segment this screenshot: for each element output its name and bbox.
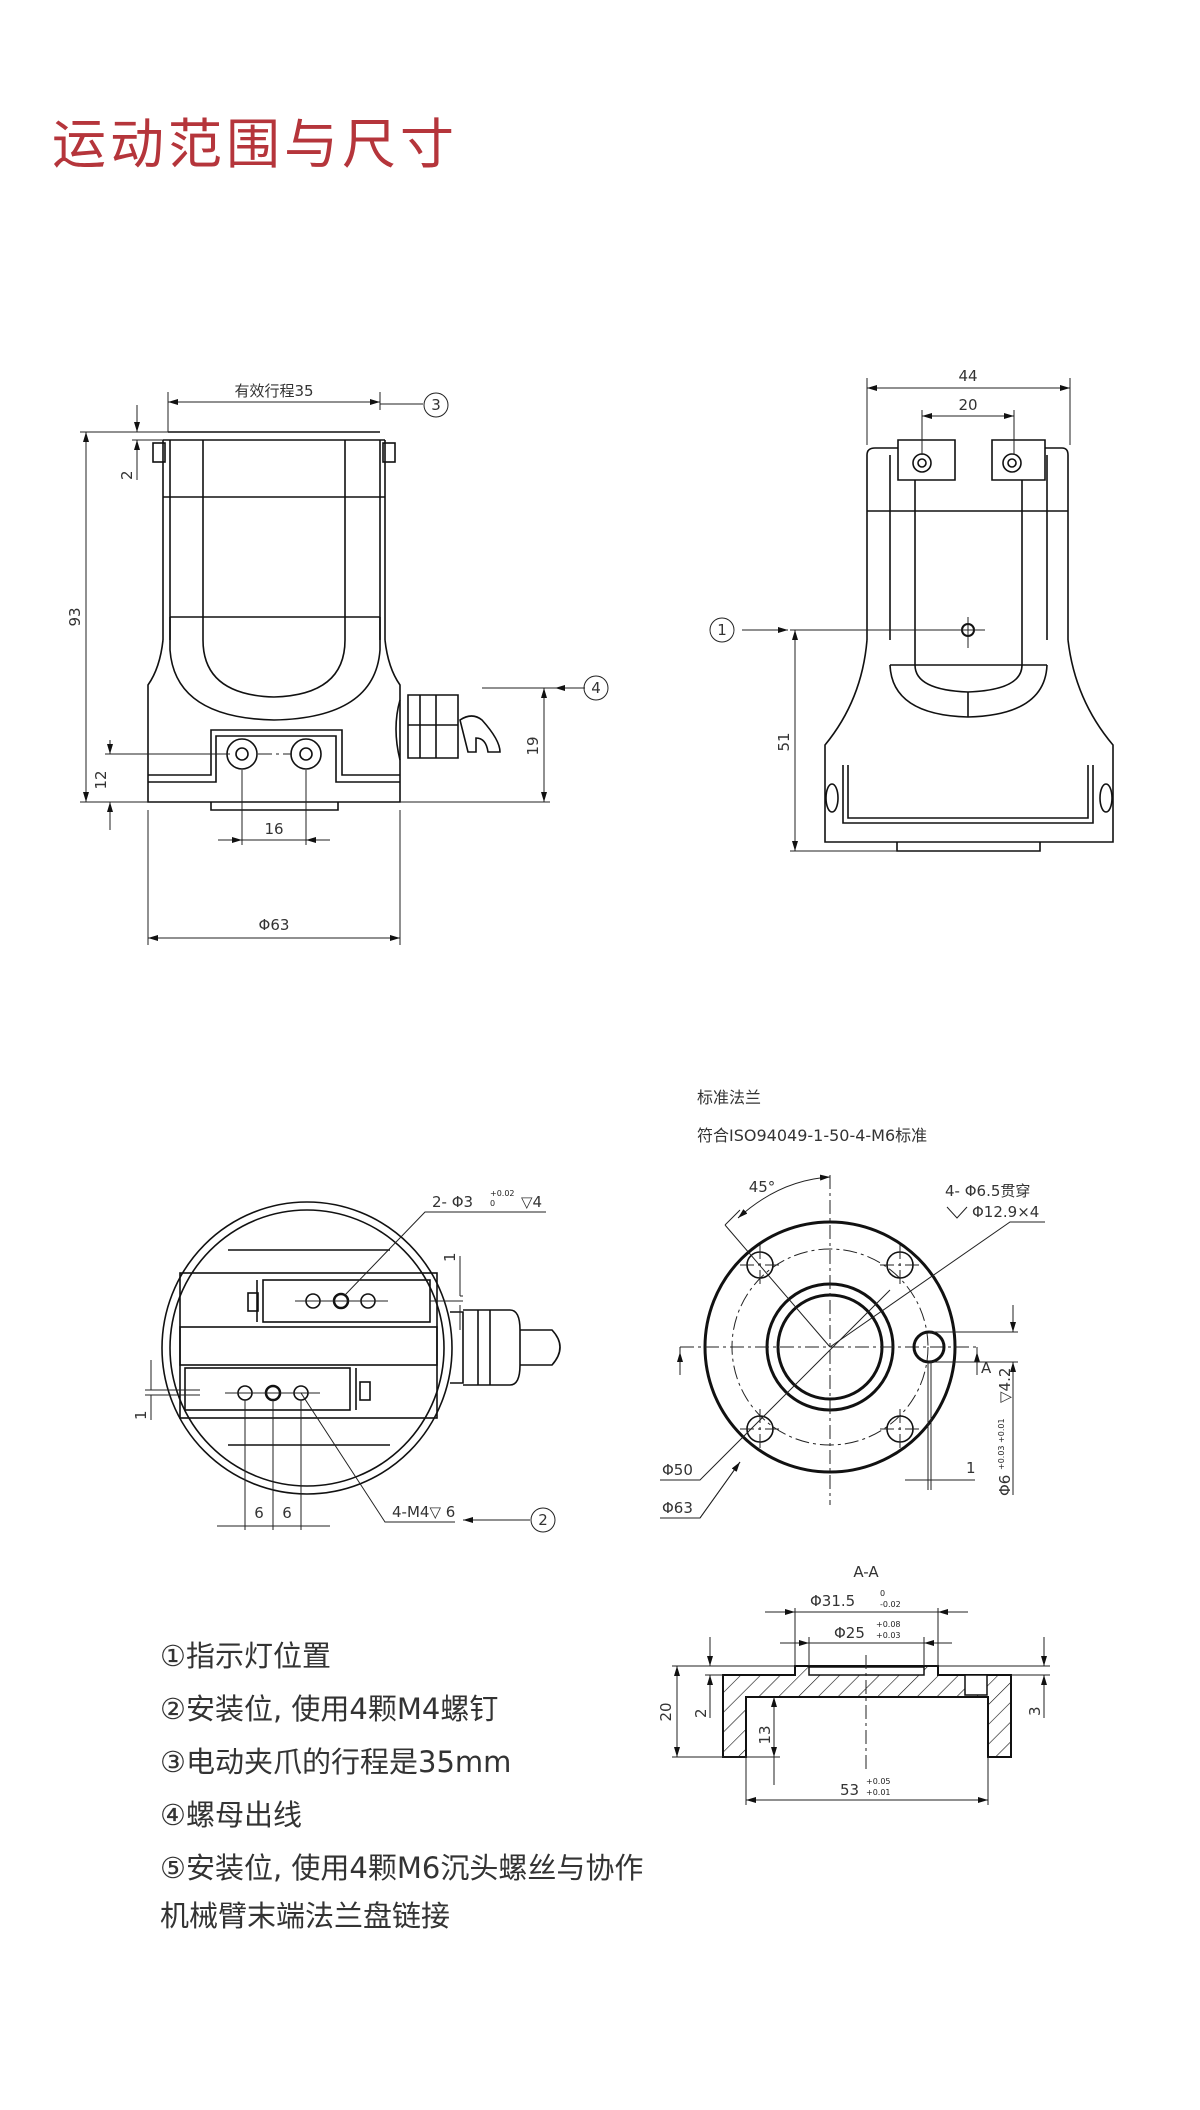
pin-depth: ▽4 <box>521 1193 542 1211</box>
callout-1: 1 <box>717 621 727 639</box>
dim-2: 2 <box>118 470 136 480</box>
flange-view: 标准法兰 符合ISO94049-1-50-4-M6标准 45° 4- Φ6.5贯… <box>660 1088 1045 1519</box>
dim-13: 13 <box>756 1725 774 1744</box>
dim-44: 44 <box>958 367 977 385</box>
dim-93: 93 <box>66 607 84 626</box>
pin-hole-dia: Φ6 <box>996 1475 1014 1496</box>
dim-12: 12 <box>92 770 110 789</box>
dim-1: 1 <box>966 1459 976 1477</box>
dim-51: 51 <box>775 732 793 751</box>
callout-4: 4 <box>591 679 601 697</box>
top-view: 2- Φ3 +0.02 0 ▽4 4-M4▽ 6 2 6 6 1 1 <box>132 1189 561 1533</box>
pin-hole-label: 2- Φ3 <box>432 1193 473 1211</box>
dim-16: 16 <box>264 820 283 838</box>
section-a-a: A-A Φ31.5 0 -0.02 Φ25 +0.08 +0.03 20 2 1… <box>657 1563 1050 1805</box>
counterbore-label: Φ12.9×4 <box>972 1203 1039 1221</box>
legend-item-2: ②安装位, 使用4颗M4螺钉 <box>160 1692 499 1726</box>
legend-item-5: ⑤安装位, 使用4颗M6沉头螺丝与协作 <box>160 1851 644 1885</box>
flange-standard: 符合ISO94049-1-50-4-M6标准 <box>697 1126 927 1145</box>
legend-item-1: ①指示灯位置 <box>160 1639 331 1673</box>
tol-phi25-lower: +0.03 <box>876 1631 901 1640</box>
tol-53-lower: +0.01 <box>866 1788 891 1797</box>
dim-3: 3 <box>1026 1706 1044 1716</box>
dim-19: 19 <box>524 736 542 755</box>
pin-hole-tol: +0.03 +0.01 <box>997 1418 1006 1470</box>
dim-phi63: Φ63 <box>662 1499 693 1517</box>
front-view: 44 20 51 1 <box>709 367 1114 852</box>
tol-53-upper: +0.05 <box>866 1777 891 1786</box>
dim-phi25: Φ25 <box>834 1624 865 1642</box>
tol-phi25-upper: +0.08 <box>876 1620 901 1629</box>
side-view: 有效行程35 3 93 2 12 16 Φ63 19 4 <box>66 382 609 945</box>
legend-item-5-cont: 机械臂末端法兰盘链接 <box>160 1899 451 1933</box>
tol-phi31-5-lower: -0.02 <box>880 1600 901 1609</box>
legend-item-3: ③电动夹爪的行程是35mm <box>160 1745 512 1779</box>
callout-3: 3 <box>431 396 441 414</box>
callout-2: 2 <box>538 1511 548 1529</box>
dim-1a: 1 <box>441 1252 459 1262</box>
callout-2-circle <box>530 1507 556 1533</box>
screw-label: 4-M4▽ 6 <box>392 1503 455 1521</box>
dim-20: 20 <box>958 396 977 414</box>
dim-2: 2 <box>692 1708 710 1718</box>
flange-heading: 标准法兰 <box>697 1088 761 1107</box>
dim-phi31-5: Φ31.5 <box>810 1592 855 1610</box>
dim-phi63: Φ63 <box>259 916 290 934</box>
stroke-dimension: 有效行程35 <box>234 382 313 400</box>
angle-45: 45° <box>749 1178 776 1196</box>
tol-phi31-5-upper: 0 <box>880 1589 885 1598</box>
legend-item-4: ④螺母出线 <box>160 1798 302 1832</box>
dim-phi50: Φ50 <box>662 1461 693 1479</box>
pin-hole-depth: ▽4.2 <box>996 1368 1014 1403</box>
through-hole-label: 4- Φ6.5贯穿 <box>945 1182 1030 1200</box>
dim-20: 20 <box>657 1702 675 1721</box>
section-mark-a: A <box>981 1359 992 1377</box>
page-title: 运动范围与尺寸 <box>52 113 458 176</box>
dim-1b: 1 <box>132 1410 150 1420</box>
dim-6a: 6 <box>254 1504 264 1522</box>
pin-tol-lower: 0 <box>490 1199 495 1208</box>
callout-4-circle <box>583 675 609 701</box>
dim-6b: 6 <box>282 1504 292 1522</box>
callout-1-circle <box>709 617 735 643</box>
callout-3-circle <box>423 392 449 418</box>
pin-tol-upper: +0.02 <box>490 1189 515 1198</box>
legend: ①指示灯位置 ②安装位, 使用4颗M4螺钉 ③电动夹爪的行程是35mm ④螺母出… <box>160 1630 643 1937</box>
dim-53: 53 <box>840 1781 859 1799</box>
section-title: A-A <box>853 1563 879 1581</box>
